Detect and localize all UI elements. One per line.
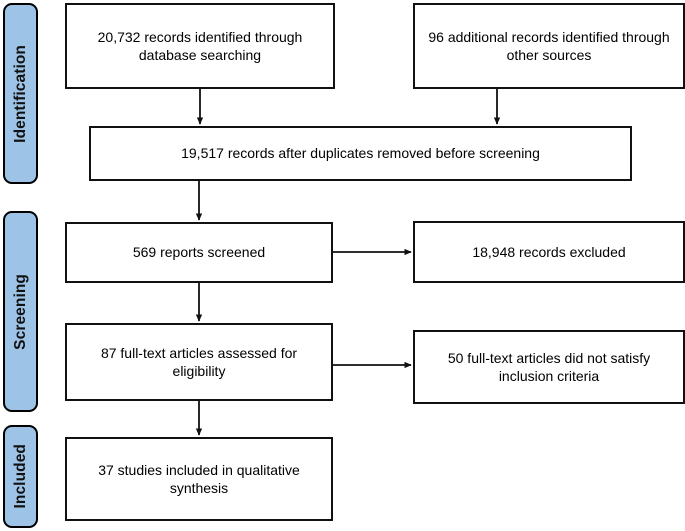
box-reports-screened: 569 reports screened [65, 222, 333, 283]
box-studies-included: 37 studies included in qualitative synth… [65, 437, 333, 521]
box-text-records-identified-other: 96 additional records identified through… [428, 28, 670, 63]
box-text-records-after-duplicates: 19,517 records after duplicates removed … [181, 145, 540, 162]
box-fulltext-assessed: 87 full-text articles assessed for eligi… [65, 323, 333, 401]
box-text-records-excluded: 18,948 records excluded [472, 243, 626, 260]
stage-pill-screening: Screening [3, 211, 38, 412]
stage-label-identification: Identification [11, 44, 29, 143]
box-records-excluded: 18,948 records excluded [413, 221, 685, 283]
box-text-records-identified-database: 20,732 records identified through databa… [97, 28, 303, 63]
stage-pill-identification: Identification [3, 3, 38, 184]
stage-pill-included: Included [3, 425, 38, 528]
box-text-fulltext-assessed: 87 full-text articles assessed for eligi… [100, 344, 298, 379]
box-fulltext-excluded: 50 full-text articles did not satisfy in… [413, 330, 685, 404]
box-records-after-duplicates: 19,517 records after duplicates removed … [89, 126, 632, 181]
box-text-fulltext-excluded: 50 full-text articles did not satisfy in… [447, 349, 651, 384]
stage-label-included: Included [11, 444, 29, 509]
box-records-identified-other: 96 additional records identified through… [413, 3, 685, 89]
box-text-reports-screened: 569 reports screened [132, 244, 266, 261]
stage-label-screening: Screening [11, 273, 29, 350]
box-records-identified-database: 20,732 records identified through databa… [65, 3, 335, 89]
box-text-studies-included: 37 studies included in qualitative synth… [98, 461, 300, 496]
